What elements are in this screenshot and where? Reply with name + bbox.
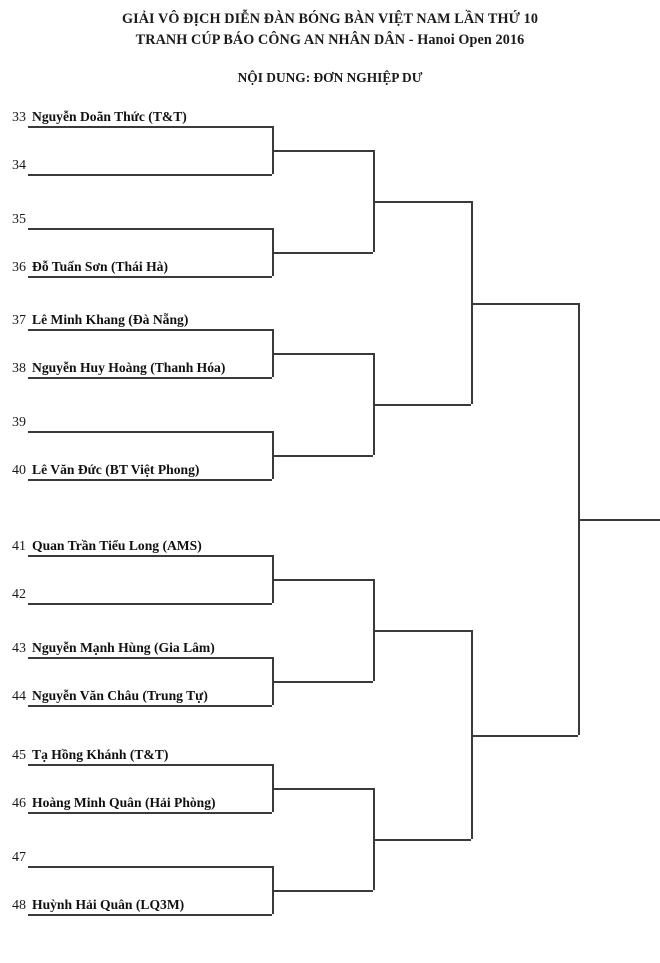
page-header: GIẢI VÔ ĐỊCH DIỄN ĐÀN BÓNG BÀN VIỆT NAM …: [0, 0, 660, 88]
competitor-slot-line: [28, 174, 272, 176]
competitor-slot-line: [28, 276, 272, 278]
seed-number: 40: [12, 463, 26, 478]
competitor-slot-line: [28, 603, 272, 605]
competitor-slot-line: [28, 126, 272, 128]
bracket-connector-horizontal: [471, 734, 578, 737]
player-name: Nguyễn Văn Châu (Trung Tự): [32, 688, 208, 703]
seed-number: 33: [12, 110, 26, 125]
competitor-slot-line: [28, 329, 272, 331]
bracket-connector-horizontal: [272, 788, 373, 790]
event-category-subtitle: NỘI DUNG: ĐƠN NGHIỆP DƯ: [237, 70, 423, 85]
competitor-slot-line: [28, 228, 272, 230]
seed-number: 42: [12, 587, 26, 602]
player-name: Đỗ Tuấn Sơn (Thái Hà): [32, 259, 168, 274]
player-name: Hoàng Minh Quân (Hải Phòng): [32, 795, 216, 810]
bracket-connector-horizontal: [373, 839, 471, 841]
competitor-slot-line: [28, 555, 272, 557]
competitor-slot-line: [28, 657, 272, 659]
seed-number: 38: [12, 361, 26, 376]
player-name: Huỳnh Hải Quân (LQ3M): [32, 897, 185, 912]
competitor-slot-line: [28, 812, 272, 814]
seed-number: 46: [12, 796, 26, 811]
seed-number: 43: [12, 641, 26, 656]
bracket-connector-horizontal: [272, 890, 373, 892]
seed-number: 37: [12, 313, 26, 328]
player-name: Nguyễn Huy Hoàng (Thanh Hóa): [32, 360, 226, 375]
competitor-slot-line: [28, 764, 272, 766]
bracket-connector-horizontal: [471, 302, 578, 305]
seed-number: 48: [12, 898, 26, 913]
seed-number: 35: [12, 212, 26, 227]
seed-number: 36: [12, 260, 26, 275]
tournament-title-line-2: TRANH CÚP BÁO CÔNG AN NHÂN DÂN - Hanoi O…: [135, 32, 525, 48]
competitor-slot-line: [28, 914, 272, 916]
competitor-slot-line: [28, 866, 272, 868]
player-name: Nguyễn Doãn Thức (T&T): [32, 109, 187, 124]
seed-number: 41: [12, 539, 26, 554]
bracket-connector-horizontal: [373, 630, 471, 632]
bracket-connector-horizontal: [578, 518, 660, 521]
bracket-connector-horizontal: [272, 681, 373, 683]
bracket-connector-horizontal: [272, 579, 373, 581]
seed-number: 47: [12, 850, 26, 865]
player-name: Tạ Hồng Khánh (T&T): [32, 747, 169, 762]
player-name: Lê Văn Đức (BT Việt Phong): [32, 462, 200, 477]
bracket-connector-horizontal: [373, 404, 471, 406]
player-name: Lê Minh Khang (Đà Nẵng): [32, 312, 189, 327]
seed-number: 34: [12, 158, 26, 173]
bracket-connector-horizontal: [373, 201, 471, 203]
player-name: Nguyễn Mạnh Hùng (Gia Lâm): [32, 640, 215, 655]
bracket-connector-horizontal: [272, 252, 373, 254]
competitor-slot-line: [28, 377, 272, 379]
competitor-slot-line: [28, 705, 272, 707]
competitor-slot-line: [28, 479, 272, 481]
seed-number: 45: [12, 748, 26, 763]
bracket-connector-horizontal: [272, 150, 373, 152]
player-name: Quan Trần Tiểu Long (AMS): [32, 538, 202, 553]
competitor-slot-line: [28, 431, 272, 433]
tournament-title-line-1: GIẢI VÔ ĐỊCH DIỄN ĐÀN BÓNG BÀN VIỆT NAM …: [121, 11, 539, 27]
seed-number: 44: [12, 689, 26, 704]
bracket-connector-horizontal: [272, 455, 373, 457]
bracket-connector-horizontal: [272, 353, 373, 355]
seed-number: 39: [12, 415, 26, 430]
